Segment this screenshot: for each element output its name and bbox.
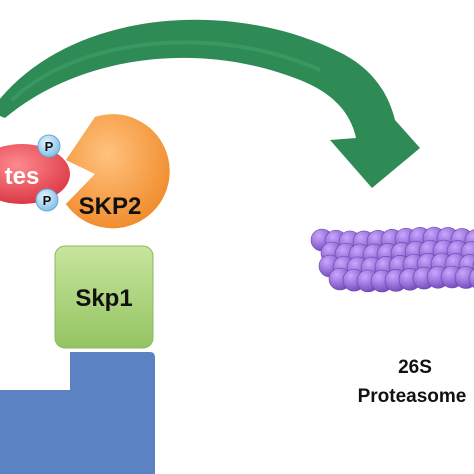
proteasome-label-name: Proteasome (358, 386, 467, 407)
skp2-protein: SKP2 (66, 114, 170, 229)
curved-arrow-icon (0, 19, 420, 188)
proteasome-label-26s: 26S (398, 357, 432, 378)
phospho-label-2: P (43, 193, 52, 208)
substrate-label: tes (5, 163, 40, 190)
skp1-protein: Skp1 (54, 245, 154, 349)
proteasome-subunit (468, 268, 474, 289)
scaffold-block (0, 352, 155, 474)
substrate-protein: tes (0, 144, 70, 204)
skp1-label: Skp1 (75, 285, 132, 312)
phospho-group-1: P (37, 134, 61, 158)
phospho-group-2: P (35, 188, 59, 212)
proteasome-subunit (454, 266, 474, 289)
phospho-label-1: P (45, 139, 54, 154)
skp2-label: SKP2 (79, 193, 142, 220)
proteasome-icon (310, 226, 474, 293)
